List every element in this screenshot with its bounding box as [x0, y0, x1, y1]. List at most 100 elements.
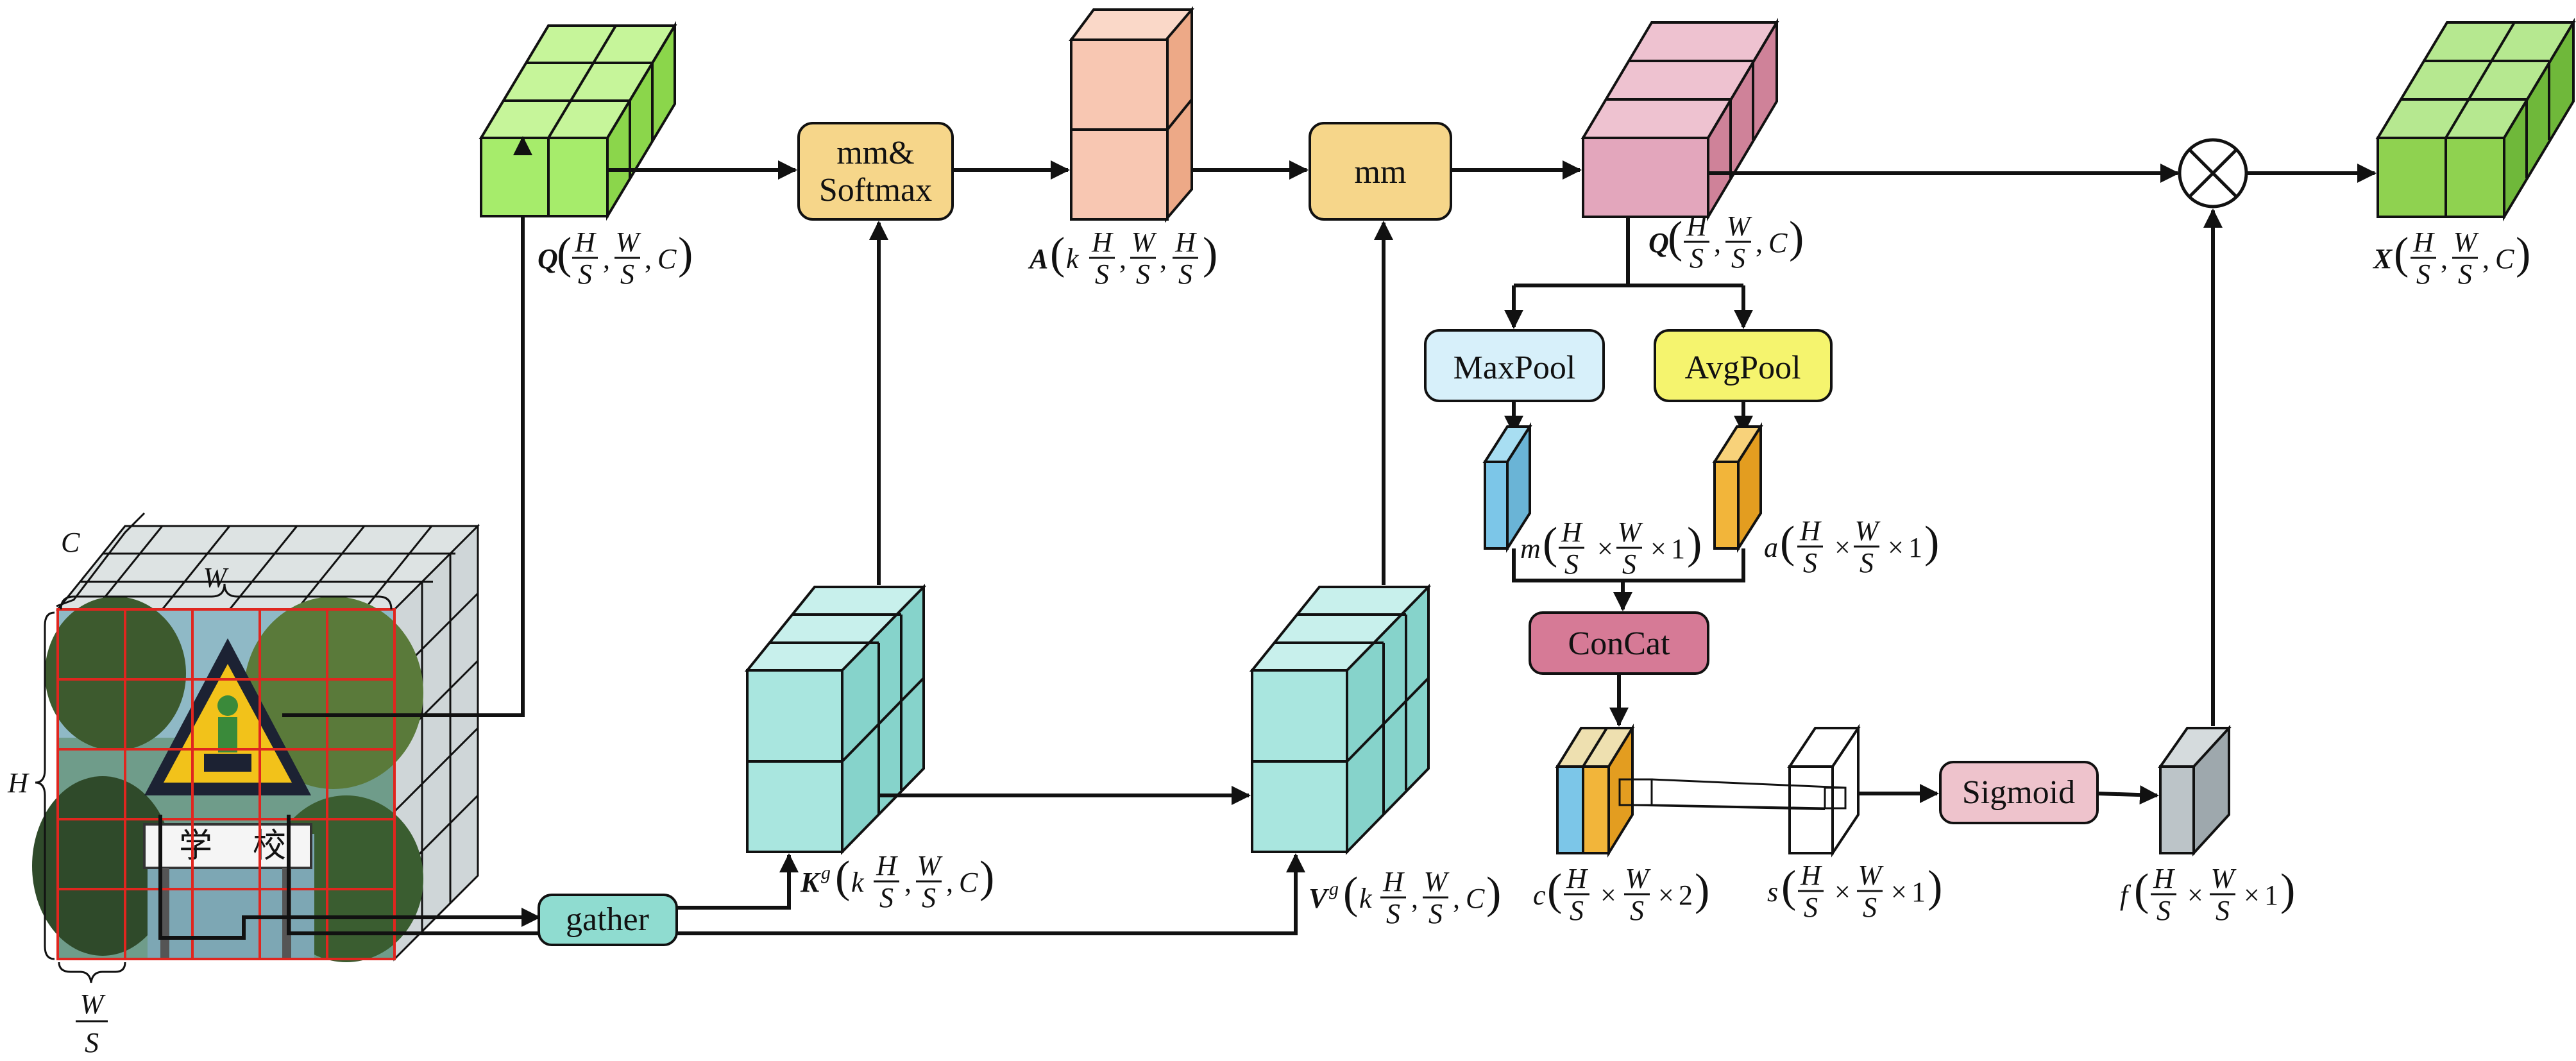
svg-text:,: , [1453, 883, 1460, 914]
svg-text:(: ( [1780, 518, 1795, 567]
concat-merge-arrows [1512, 548, 1745, 611]
svg-text:S: S [2458, 259, 2472, 290]
svg-text:,: , [1411, 883, 1418, 914]
svg-text:W: W [1625, 863, 1651, 894]
svg-text:W: W [2453, 226, 2479, 258]
svg-text:(: ( [2134, 865, 2149, 915]
svg-text:Q: Q [1648, 227, 1669, 259]
svg-text:(: ( [557, 229, 572, 278]
svg-text:S: S [1178, 259, 1192, 290]
svg-text:W: W [2211, 863, 2237, 894]
svg-text:Q: Q [538, 243, 558, 275]
svg-text:(: ( [1668, 213, 1682, 262]
kg-label: K g ( k H S , W S , C ) [800, 850, 994, 913]
svg-text:S: S [1804, 892, 1818, 923]
svg-text:H: H [1561, 516, 1583, 548]
svg-text:a: a [1764, 532, 1778, 563]
svg-text:1: 1 [1911, 876, 1926, 908]
a-label: A ( k H S , W S , H S ) [1028, 226, 1217, 290]
svg-text:S: S [1136, 259, 1150, 290]
svg-text:k: k [1066, 243, 1080, 275]
svg-text:×: × [1888, 532, 1904, 563]
svg-text:×: × [1891, 876, 1907, 908]
svg-text:s: s [1767, 876, 1778, 908]
svg-text:S: S [620, 259, 634, 290]
svg-text:S: S [1863, 892, 1877, 923]
svg-text:H: H [1566, 863, 1588, 894]
svg-text:,: , [1714, 227, 1721, 259]
dim-C-label: C [61, 527, 80, 558]
a-avg-label: a ( H S × W S × 1 ) [1764, 515, 1939, 579]
svg-text:V: V [1309, 883, 1330, 914]
x-label: X ( H S , W S , C ) [2372, 226, 2530, 290]
sign-char-1: 学 [179, 828, 212, 865]
svg-text:H: H [876, 850, 898, 881]
svg-text:A: A [1028, 243, 1048, 275]
q-pink-label: Q ( H S , W S , C ) [1648, 210, 1804, 274]
kg-tensor-cube [744, 584, 927, 855]
svg-text:(: ( [1543, 519, 1557, 568]
svg-text:): ) [1789, 213, 1804, 262]
sign-char-2: 校 [253, 828, 286, 865]
m-label: m ( H S × W S × 1 ) [1520, 516, 1702, 580]
sigmoid-box: Sigmoid [1939, 761, 2099, 824]
svg-text:,: , [1160, 243, 1167, 275]
svg-text:S: S [1570, 895, 1584, 926]
svg-text:Softmax: Softmax [819, 172, 932, 208]
svg-text:S: S [1630, 895, 1644, 926]
svg-text:C: C [1466, 883, 1485, 914]
svg-text:S: S [1564, 548, 1579, 580]
svg-text:(: ( [1781, 862, 1796, 912]
svg-text:W: W [917, 850, 943, 881]
svg-text:): ) [1486, 869, 1501, 918]
svg-text:MaxPool: MaxPool [1453, 350, 1576, 386]
svg-text:K: K [800, 867, 821, 898]
svg-text:): ) [1695, 865, 1709, 915]
svg-text:ConCat: ConCat [1568, 625, 1670, 662]
pool-branch-arrows [1504, 217, 1753, 329]
top-arrows [513, 136, 2377, 183]
svg-text:S: S [1860, 547, 1874, 579]
gather-box: gather [538, 894, 678, 946]
svg-text:,: , [1756, 227, 1763, 259]
f-tensor [2158, 724, 2232, 857]
svg-text:H: H [1091, 226, 1114, 258]
a-tensor-cube [1069, 6, 1194, 223]
svg-text:k: k [1359, 883, 1373, 914]
svg-text:W: W [1424, 866, 1450, 897]
svg-text:): ) [1924, 518, 1939, 567]
dim-S-frac-den: S [85, 1027, 99, 1058]
svg-text:C: C [1768, 227, 1788, 259]
svg-text:m: m [1520, 533, 1541, 564]
svg-text:W: W [1858, 860, 1884, 891]
svg-text:X: X [2372, 243, 2393, 275]
svg-text:1: 1 [2264, 879, 2278, 911]
q-pink-tensor-cube [1580, 17, 1779, 222]
avgpool-box: AvgPool [1654, 329, 1833, 402]
svg-text:,: , [904, 867, 911, 898]
svg-text:): ) [979, 853, 994, 902]
svg-text:H: H [1686, 210, 1708, 242]
dim-H-label: H [7, 767, 30, 799]
school-sign [143, 823, 312, 869]
svg-text:W: W [1727, 210, 1752, 242]
svg-text:S: S [1095, 259, 1109, 290]
svg-text:): ) [2516, 229, 2530, 278]
svg-text:g: g [821, 862, 831, 883]
svg-text:S: S [1428, 898, 1443, 929]
svg-text:,: , [946, 867, 953, 898]
svg-text:(: ( [835, 853, 850, 902]
svg-text:×: × [1600, 879, 1616, 911]
q-label: Q ( H S , W S , C ) [538, 226, 693, 290]
svg-text:): ) [1687, 519, 1702, 568]
c-tensor [1555, 723, 1653, 858]
svg-text:S: S [578, 259, 592, 290]
svg-text:H: H [1800, 860, 1822, 891]
dim-W-frac-num: W [80, 989, 106, 1020]
svg-text:W: W [616, 226, 641, 258]
svg-text:(: ( [1547, 865, 1562, 915]
svg-text:S: S [1803, 547, 1817, 579]
svg-text:S: S [922, 882, 936, 913]
c-label: c ( H S × W S × 2 ) [1533, 863, 1709, 926]
